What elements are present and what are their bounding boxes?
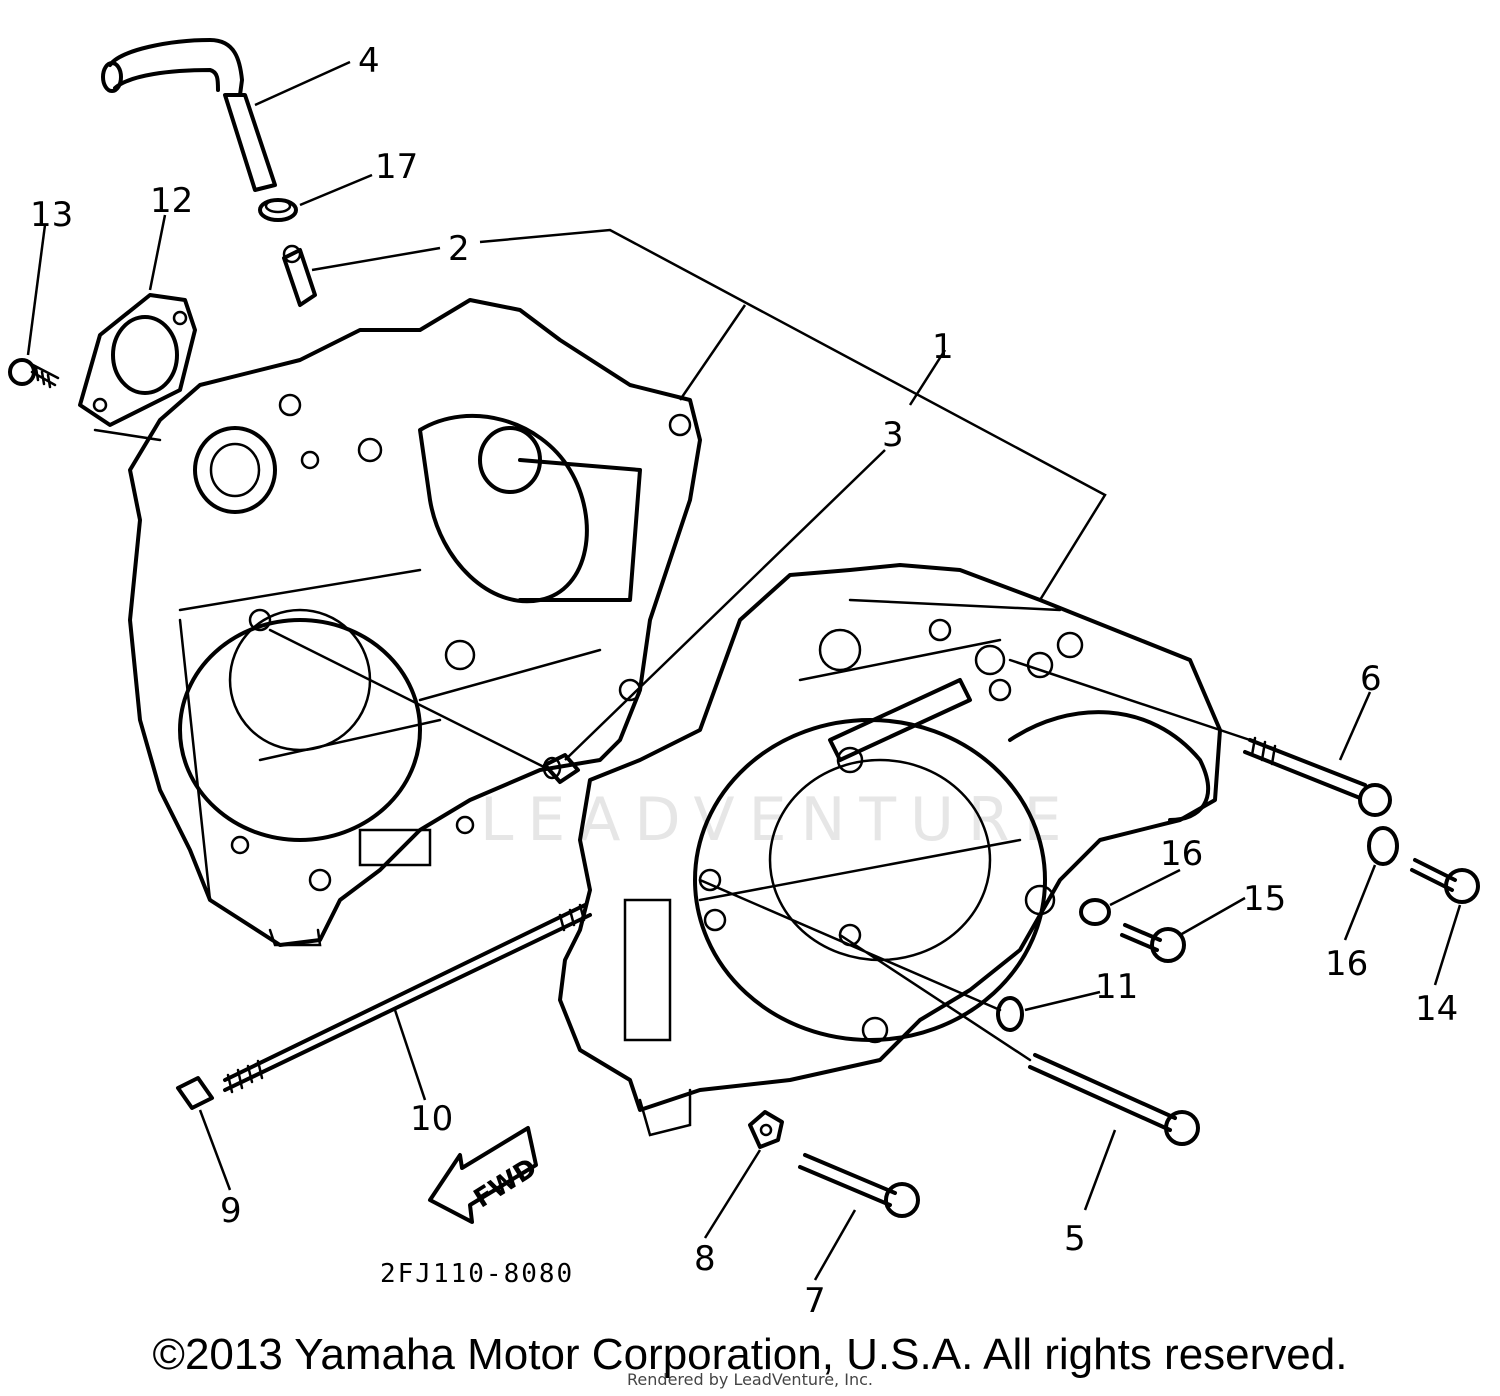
bolt-15 [1120, 923, 1186, 963]
callout-15: 15 [1243, 879, 1286, 919]
nut-9 [176, 1076, 214, 1110]
gasket-plate [78, 293, 197, 427]
stud-bolt-10 [223, 903, 592, 1094]
nut-8 [748, 1110, 784, 1149]
washer-16-left [1079, 898, 1111, 926]
breather-hose [101, 38, 277, 192]
rendered-by-credit: Rendered by LeadVenture, Inc. [627, 1370, 873, 1389]
copyright-notice: ©2013 Yamaha Motor Corporation, U.S.A. A… [152, 1330, 1348, 1379]
parts-diagram: LEADVENTURE [8, 38, 1480, 1321]
fwd-arrow: FWD [428, 1126, 543, 1224]
callout-8: 8 [694, 1239, 716, 1279]
hose-clip [258, 198, 298, 222]
callout-13: 13 [30, 195, 73, 235]
washer-16-right [1367, 826, 1399, 866]
watermark-text: LEADVENTURE [480, 785, 1076, 855]
left-crankcase [128, 298, 702, 947]
callouts: 1 2 3 4 5 6 7 8 9 10 11 12 13 14 15 16 1… [30, 41, 1458, 1321]
leader-lines [26, 60, 1462, 1281]
callout-1: 1 [932, 327, 954, 367]
callout-2: 2 [448, 229, 470, 269]
bolt-5 [1028, 1053, 1200, 1146]
bolt-6 [1243, 736, 1392, 817]
bolt-7 [798, 1153, 920, 1218]
callout-3: 3 [882, 415, 904, 455]
bolt-13 [8, 358, 60, 389]
callout-14: 14 [1415, 989, 1458, 1029]
callout-6: 6 [1360, 659, 1382, 699]
o-ring-11 [996, 996, 1024, 1032]
callout-16-right: 16 [1325, 944, 1368, 984]
fwd-label: FWD [469, 1153, 543, 1214]
callout-5: 5 [1064, 1219, 1086, 1259]
callout-7: 7 [804, 1281, 826, 1321]
callout-10: 10 [410, 1099, 453, 1139]
callout-4: 4 [358, 41, 380, 81]
breather-fitting [282, 244, 317, 307]
callout-16-left: 16 [1160, 834, 1203, 874]
drawing-code: 2FJ110-8080 [380, 1259, 574, 1289]
callout-12: 12 [150, 181, 193, 221]
callout-17: 17 [375, 147, 418, 187]
callout-11: 11 [1095, 967, 1138, 1007]
bolt-14 [1410, 858, 1480, 904]
callout-9: 9 [220, 1191, 242, 1231]
